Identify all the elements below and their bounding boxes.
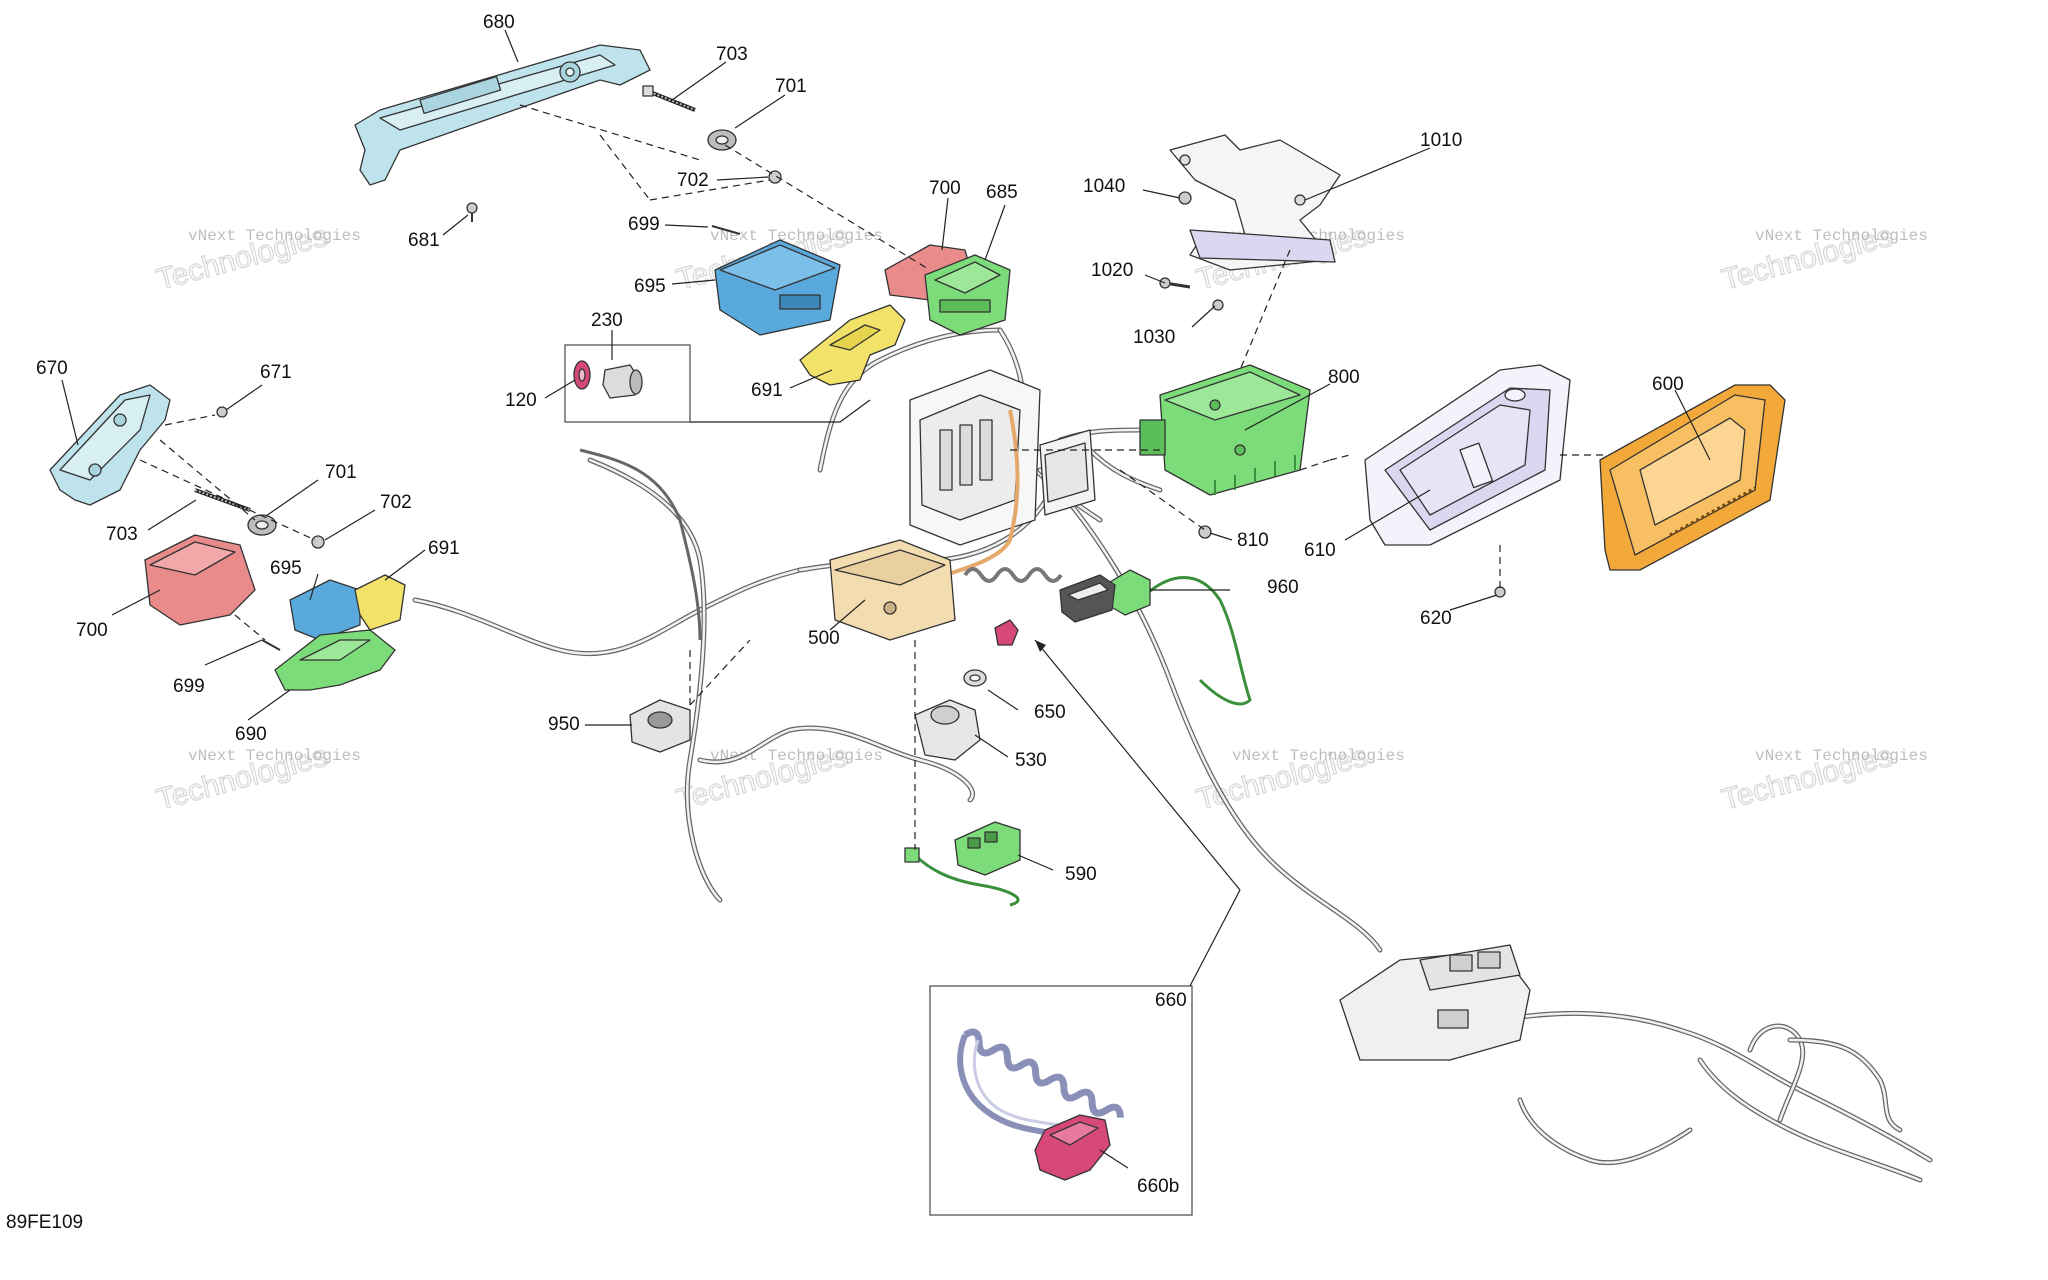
part-660-coiled-cable bbox=[957, 1028, 1124, 1138]
part-670-left-bracket bbox=[49, 384, 171, 506]
part-650-nut bbox=[963, 669, 987, 687]
part-960-connector bbox=[1059, 569, 1151, 623]
watermark-bottom-center: vNext Technologies Technologies bbox=[673, 739, 883, 817]
part-660b-magenta-plug bbox=[1034, 1114, 1111, 1181]
part-671-screw bbox=[216, 406, 228, 418]
callout-701-top: 701 bbox=[775, 76, 807, 97]
part-699-screw-top bbox=[711, 225, 741, 235]
callout-691-left: 691 bbox=[428, 538, 460, 559]
callout-660: 660 bbox=[1155, 990, 1187, 1011]
callout-700-left: 700 bbox=[76, 620, 108, 641]
part-699-screw-left bbox=[261, 639, 281, 651]
callout-120: 120 bbox=[505, 390, 537, 411]
dashed-alignment-lines bbox=[139, 104, 1605, 850]
part-685-green-module bbox=[924, 254, 1011, 336]
part-500-junction-box bbox=[829, 539, 1063, 641]
part-690-green-bracket bbox=[274, 629, 396, 691]
part-230-grommet bbox=[602, 364, 643, 399]
callout-699-top: 699 bbox=[628, 214, 660, 235]
inset-box-660 bbox=[929, 985, 1193, 1216]
callout-500: 500 bbox=[808, 628, 840, 649]
svg-text:vNext Technologies: vNext Technologies bbox=[1755, 747, 1928, 765]
callout-230: 230 bbox=[591, 310, 623, 331]
callout-691-top: 691 bbox=[751, 380, 783, 401]
watermark-top-right: vNext Technologies Technologies bbox=[1718, 219, 1928, 297]
connector-tray-bracket bbox=[1339, 944, 1531, 1061]
part-530-switch bbox=[914, 699, 981, 761]
callout-600: 600 bbox=[1652, 374, 1684, 395]
watermark-bottom-right: vNext Technologies Technologies bbox=[1718, 739, 1928, 817]
svg-text:vNext Technologies: vNext Technologies bbox=[1232, 747, 1405, 765]
part-681-screw bbox=[466, 202, 478, 222]
callout-650: 650 bbox=[1034, 702, 1066, 723]
callout-695-left: 695 bbox=[270, 558, 302, 579]
callout-960: 960 bbox=[1267, 577, 1299, 598]
callout-700-top: 700 bbox=[929, 178, 961, 199]
part-950-socket bbox=[629, 699, 691, 753]
part-120-seal bbox=[573, 360, 591, 390]
callout-1040: 1040 bbox=[1083, 176, 1125, 197]
svg-text:vNext Technologies: vNext Technologies bbox=[1755, 227, 1928, 245]
callout-810: 810 bbox=[1237, 530, 1269, 551]
leader-lines bbox=[61, 29, 1711, 1169]
watermark-top-left: vNext Technologies Technologies bbox=[153, 219, 361, 297]
part-695-blue-module-top bbox=[714, 239, 841, 336]
svg-text:vNext Technologies: vNext Technologies bbox=[188, 227, 361, 245]
callout-1030: 1030 bbox=[1133, 327, 1175, 348]
part-702-nut-top bbox=[768, 170, 782, 184]
part-702-nut-left bbox=[311, 535, 325, 549]
callout-670: 670 bbox=[36, 358, 68, 379]
part-691-yellow-bracket-top bbox=[799, 304, 906, 386]
callout-620: 620 bbox=[1420, 608, 1452, 629]
part-600-orange-controller bbox=[1599, 384, 1786, 571]
central-fuse-box bbox=[909, 369, 1041, 582]
callout-1020: 1020 bbox=[1091, 260, 1133, 281]
callout-685: 685 bbox=[986, 182, 1018, 203]
part-1010-bracket bbox=[1169, 134, 1341, 271]
callout-530: 530 bbox=[1015, 750, 1047, 771]
callout-702-top: 702 bbox=[677, 170, 709, 191]
part-800-green-ecu bbox=[1139, 364, 1311, 496]
callout-590: 590 bbox=[1065, 864, 1097, 885]
part-660b-small-magenta bbox=[994, 619, 1019, 646]
part-691-yellow-bracket-left bbox=[354, 574, 406, 631]
callout-703-left: 703 bbox=[106, 524, 138, 545]
callout-690: 690 bbox=[235, 724, 267, 745]
callout-800: 800 bbox=[1328, 367, 1360, 388]
part-1040-screw bbox=[1178, 191, 1192, 205]
part-695-blue-module-left bbox=[289, 579, 361, 641]
callout-660b: 660b bbox=[1137, 1176, 1179, 1197]
callout-950: 950 bbox=[548, 714, 580, 735]
callout-610: 610 bbox=[1304, 540, 1336, 561]
watermark-bottom-left: vNext Technologies Technologies bbox=[153, 739, 361, 817]
part-1030-nut bbox=[1212, 299, 1224, 311]
svg-text:vNext Technologies: vNext Technologies bbox=[710, 227, 883, 245]
drawing-code: 89FE109 bbox=[6, 1212, 83, 1233]
callout-703-top: 703 bbox=[716, 44, 748, 65]
part-703-bolt-top bbox=[642, 85, 696, 112]
callout-701-left: 701 bbox=[325, 462, 357, 483]
callout-labels: 680 703 701 702 681 699 700 685 695 691 … bbox=[36, 12, 1684, 1197]
part-680-top-bracket bbox=[354, 44, 651, 186]
relay-module bbox=[1039, 429, 1096, 516]
part-590-switch-module bbox=[904, 821, 1021, 907]
callout-671: 671 bbox=[260, 362, 292, 383]
inset-box-230-120 bbox=[564, 344, 871, 423]
callout-680: 680 bbox=[483, 12, 515, 33]
callout-695-top: 695 bbox=[634, 276, 666, 297]
callout-681: 681 bbox=[408, 230, 440, 251]
part-701-bushing-top bbox=[707, 129, 737, 151]
part-700-red-module-left bbox=[144, 534, 256, 626]
callout-702-left: 702 bbox=[380, 492, 412, 513]
callout-699-left: 699 bbox=[173, 676, 205, 697]
svg-text:vNext Technologies: vNext Technologies bbox=[188, 747, 361, 765]
callout-1010: 1010 bbox=[1420, 130, 1462, 151]
part-810-screw bbox=[1198, 525, 1212, 539]
part-610-housing bbox=[1364, 364, 1571, 546]
